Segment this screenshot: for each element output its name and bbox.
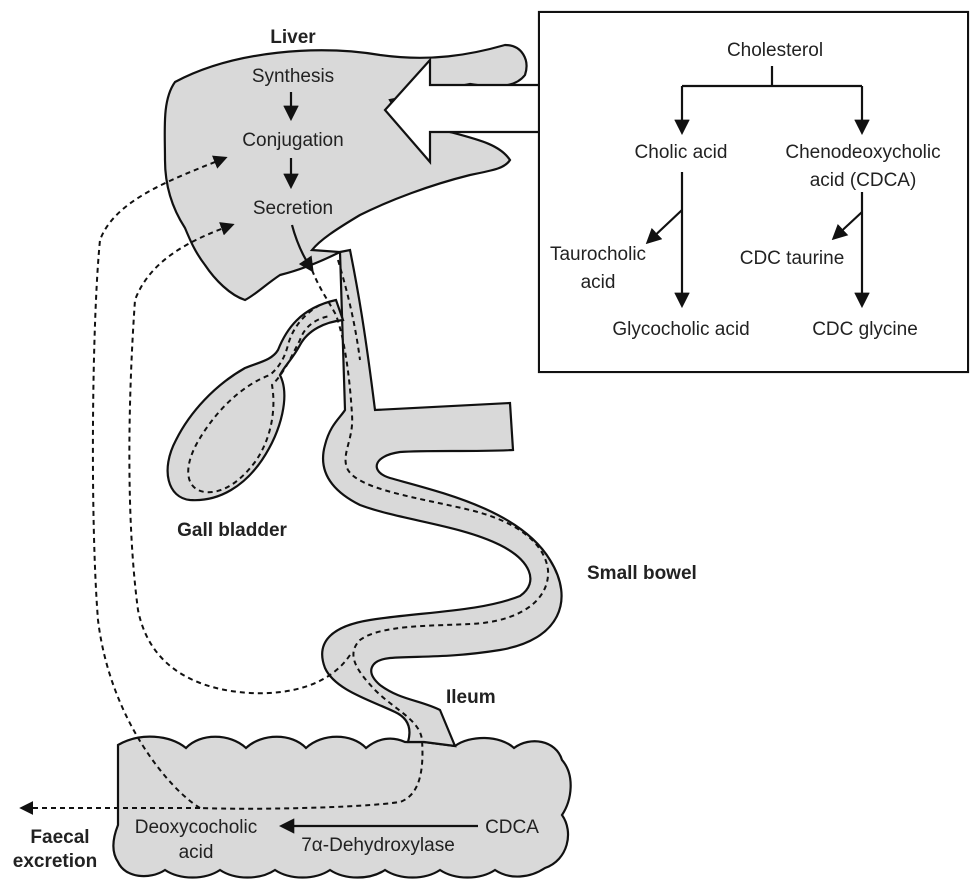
faecal-label-line1: Faecal: [30, 827, 89, 848]
liver-label: Liver: [270, 27, 316, 48]
colon-cdca-label: CDCA: [485, 817, 539, 838]
small-bowel-shape: [321, 248, 563, 748]
taurocholic-label-line2: acid: [581, 272, 616, 293]
synthesis-label: Synthesis: [252, 66, 334, 87]
faecal-label-line2: excretion: [13, 851, 97, 872]
glycocholic-label: Glycocholic acid: [612, 319, 749, 340]
taurocholic-label-line1: Taurocholic: [550, 244, 646, 265]
gall-bladder-shape: [166, 298, 345, 502]
small-bowel-label: Small bowel: [587, 563, 697, 584]
cdc-glycine-label: CDC glycine: [812, 319, 918, 340]
cdc-taurine-label: CDC taurine: [740, 248, 845, 269]
cholesterol-label: Cholesterol: [727, 40, 823, 61]
cdca-label-line1: Chenodeoxycholic: [785, 142, 940, 163]
bile-flow-path: [199, 269, 550, 810]
liver-shape: [163, 43, 528, 302]
deoxycholic-label-line1: Deoxycocholic: [135, 817, 258, 838]
secretion-label: Secretion: [253, 198, 333, 219]
conjugation-label: Conjugation: [242, 130, 343, 151]
pathway-to-liver-arrow: [383, 57, 540, 165]
cholic-acid-label: Cholic acid: [635, 142, 728, 163]
cdca-label-line2: acid (CDCA): [810, 170, 917, 191]
enzyme-label: 7α-Dehydroxylase: [301, 835, 455, 856]
deoxycholic-label-line2: acid: [179, 842, 214, 863]
ileum-label: Ileum: [446, 687, 496, 708]
gall-bladder-label: Gall bladder: [177, 520, 287, 541]
